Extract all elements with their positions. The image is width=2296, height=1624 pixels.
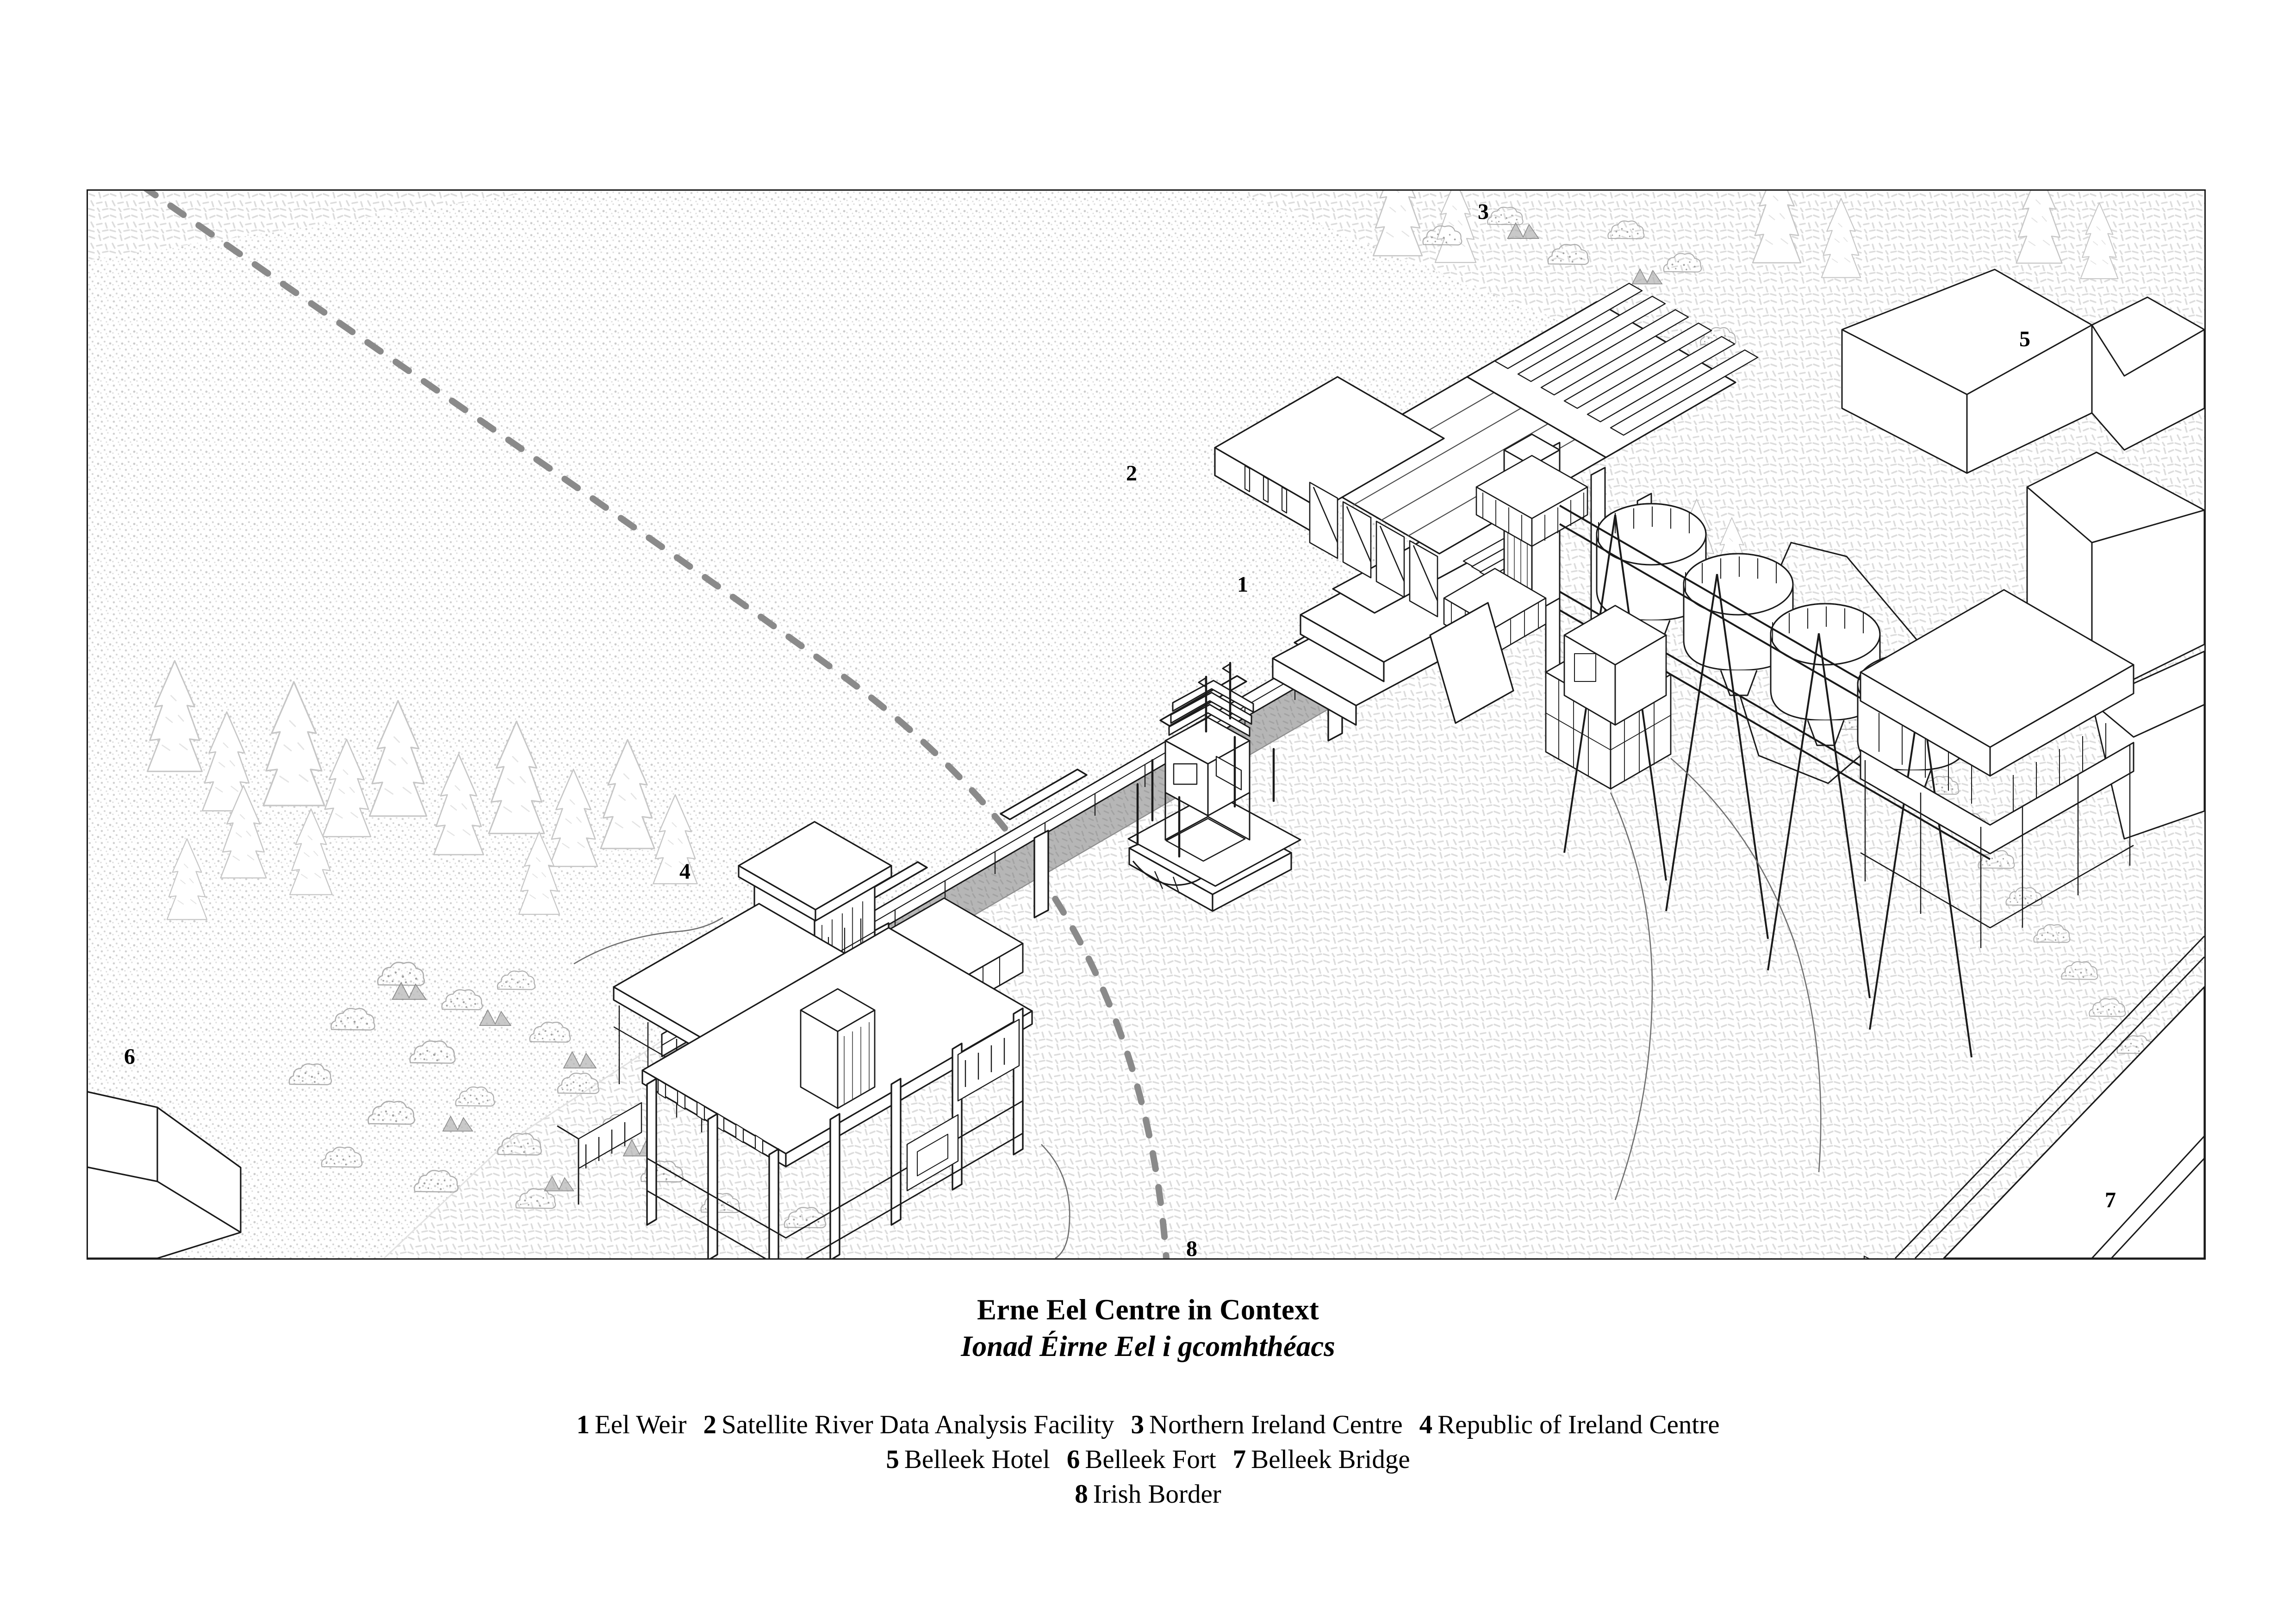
marker-1: 1: [1237, 572, 1248, 597]
legend-label-6: Belleek Fort: [1085, 1445, 1216, 1474]
marker-6: 6: [124, 1044, 135, 1069]
legend-key-4: 4: [1419, 1410, 1433, 1439]
eel-tank-gallery: [1559, 503, 2134, 1058]
satellite-river-data-analysis-facility: [1127, 662, 1301, 912]
legend-key-7: 7: [1232, 1445, 1246, 1474]
northern-ireland-centre: [1214, 282, 1759, 790]
belleek-fort: [88, 1091, 242, 1258]
legend-key-8: 8: [1075, 1480, 1088, 1509]
marker-5: 5: [2019, 327, 2030, 351]
site-path: [1670, 758, 1822, 1173]
legend-label-3: Northern Ireland Centre: [1149, 1410, 1403, 1439]
legend-label-7: Belleek Bridge: [1251, 1445, 1410, 1474]
legend-key-6: 6: [1066, 1445, 1080, 1474]
republic-of-ireland-centre: [557, 821, 1070, 1258]
legend-label-8: Irish Border: [1093, 1480, 1221, 1509]
marker-3: 3: [1478, 200, 1489, 224]
legend-key-2: 2: [703, 1410, 717, 1439]
drawing-frame: 1 2 3 4 5 6 7 8: [87, 189, 2206, 1260]
caption-title: Erne Eel Centre in Context: [977, 1293, 1319, 1326]
legend-key-1: 1: [576, 1410, 590, 1439]
marker-4: 4: [679, 859, 691, 884]
legend-label-2: Satellite River Data Analysis Facility: [722, 1410, 1114, 1439]
belleek-hotel: [1841, 269, 2204, 1258]
legend-label-5: Belleek Hotel: [904, 1445, 1050, 1474]
legend-label-4: Republic of Ireland Centre: [1437, 1410, 1720, 1439]
figure-caption: Erne Eel Centre in Context Ionad Éirne E…: [0, 1292, 2296, 1365]
site-path-2: [1610, 792, 1653, 1200]
legend-label-1: Eel Weir: [594, 1410, 687, 1439]
irish-border-line: [143, 191, 1170, 1258]
legend-key-3: 3: [1131, 1410, 1145, 1439]
marker-8: 8: [1186, 1237, 1197, 1260]
belleek-bridge: [1894, 935, 2204, 1258]
marker-2: 2: [1126, 461, 1137, 486]
site-axonometric: [88, 191, 2204, 1258]
marker-7: 7: [2105, 1188, 2116, 1212]
caption-subtitle: Ionad Éirne Eel i gcomhthéacs: [961, 1330, 1335, 1363]
legend-key-5: 5: [886, 1445, 899, 1474]
